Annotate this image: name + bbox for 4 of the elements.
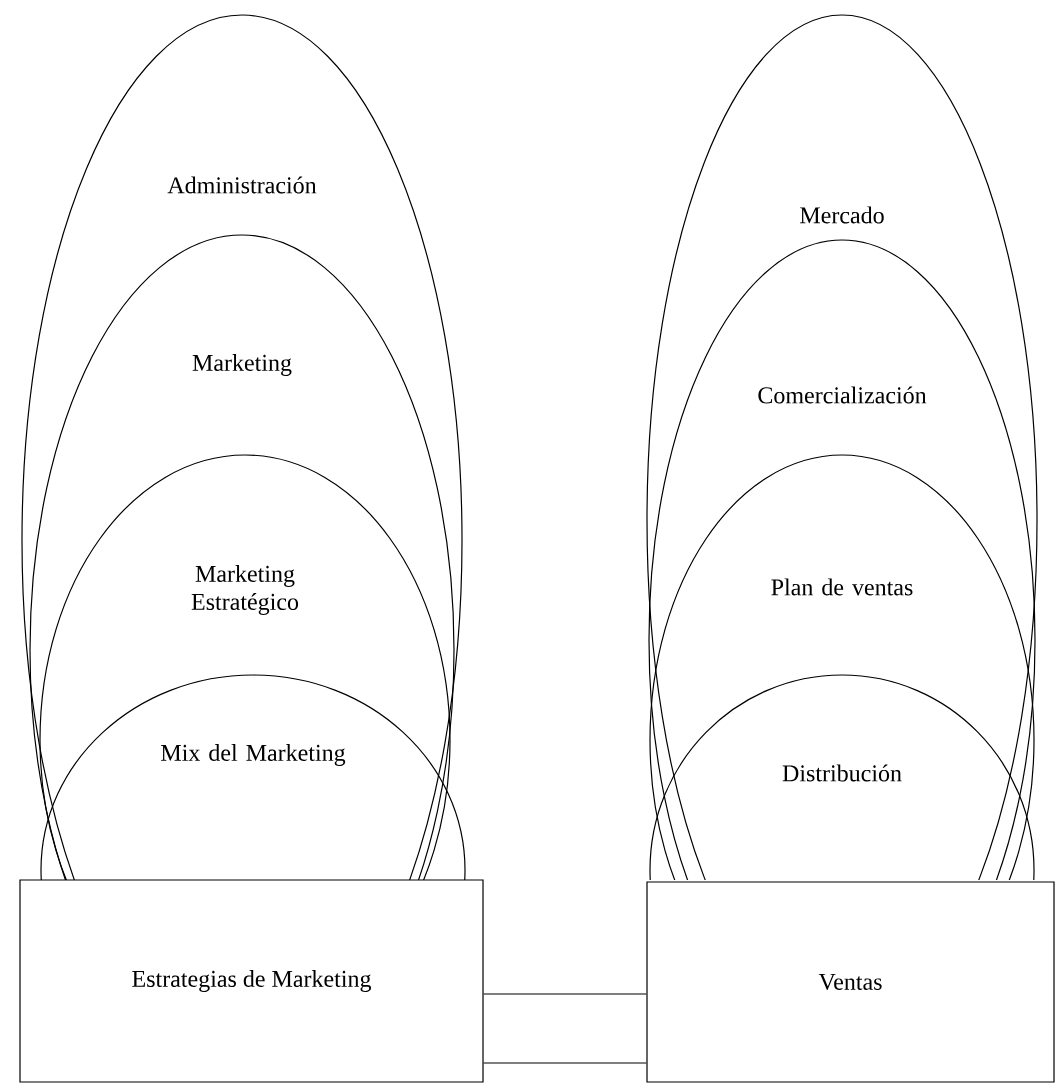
connector-line (483, 993, 647, 995)
connector-line (483, 1062, 647, 1064)
box: Ventas (646, 881, 1055, 1083)
box: Estrategias de Marketing (19, 879, 484, 1083)
